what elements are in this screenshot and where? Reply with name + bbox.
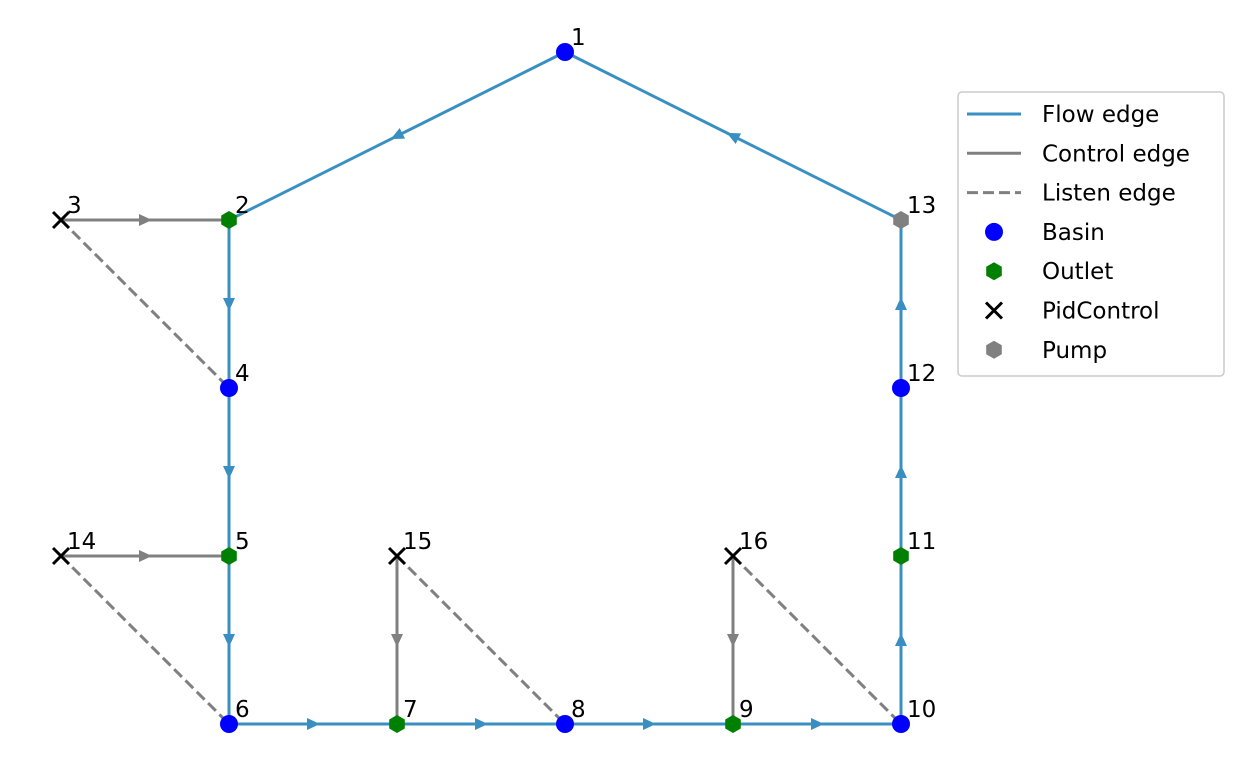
node-label-13: 13 — [907, 193, 936, 219]
edge-arrows-layer — [139, 127, 907, 730]
node-label-12: 12 — [907, 361, 936, 387]
flow-edge-8-9-arrow — [643, 718, 656, 730]
flow-edge-4-5-arrow — [223, 466, 235, 479]
node-16-pidcontrol-marker-stroke-b — [723, 546, 743, 566]
edges-layer — [59, 50, 903, 726]
flow-edge-7-8-arrow — [475, 718, 488, 730]
node-label-14: 14 — [67, 529, 96, 555]
control-edge-3-2-arrow — [139, 214, 152, 226]
node-6-basin-marker — [220, 715, 238, 733]
legend-basin-swatch — [985, 222, 1003, 241]
legend-control-label: Control edge — [1042, 141, 1190, 167]
legend-pump-label: Pump — [1042, 338, 1107, 364]
node-14-pidcontrol-marker — [51, 546, 71, 566]
legend-pidcontrol-swatch — [984, 301, 1004, 320]
control-edge-14-5-arrow — [139, 550, 152, 562]
node-label-10: 10 — [907, 697, 936, 723]
listen-edge-14-6 — [59, 554, 231, 726]
legend-outlet-swatch — [986, 262, 1002, 281]
node-13-pump-marker — [893, 211, 909, 229]
node-label-9: 9 — [739, 697, 754, 723]
legend-pidcontrol-label: PidControl — [1042, 299, 1160, 325]
node-3-pidcontrol-marker-stroke-b — [51, 210, 71, 230]
legend-listen-label: Listen edge — [1042, 181, 1176, 207]
node-7-outlet-marker — [389, 715, 405, 733]
legend-basin-label: Basin — [1042, 220, 1105, 246]
node-14-pidcontrol-marker-stroke-b — [51, 546, 71, 566]
node-4-basin-marker — [220, 379, 238, 397]
listen-edge-16-10 — [731, 554, 903, 726]
node-label-15: 15 — [403, 529, 432, 555]
node-9-outlet-marker — [725, 715, 741, 733]
node-12-basin-marker — [892, 379, 910, 397]
node-2-outlet-marker — [221, 211, 237, 229]
node-label-5: 5 — [235, 529, 250, 555]
node-15-pidcontrol-marker-stroke-b — [387, 546, 407, 566]
node-5-outlet-marker — [221, 547, 237, 565]
node-15-pidcontrol-marker — [387, 546, 407, 566]
node-10-basin-marker — [892, 715, 910, 733]
node-1-basin-marker — [556, 43, 574, 61]
node-label-8: 8 — [571, 697, 586, 723]
node-label-2: 2 — [235, 193, 250, 219]
control-edge-15-7-arrow — [391, 634, 403, 647]
legend-pidcontrol-swatch-stroke-b — [984, 301, 1004, 320]
node-8-basin-marker — [556, 715, 574, 733]
node-3-pidcontrol-marker — [51, 210, 71, 230]
node-label-4: 4 — [235, 361, 250, 387]
flow-edge-1-2-arrow — [390, 127, 406, 140]
node-11-outlet-marker — [893, 547, 909, 565]
listen-edge-3-4 — [59, 218, 231, 390]
node-label-3: 3 — [67, 193, 82, 219]
flow-edge-11-12-arrow — [895, 465, 907, 478]
node-16-pidcontrol-marker — [723, 546, 743, 566]
flow-edge-9-10-arrow — [811, 718, 824, 730]
legend-frame — [957, 91, 1225, 377]
flow-edge-12-13-arrow — [895, 297, 907, 310]
legend-pump-swatch — [986, 340, 1002, 359]
node-label-11: 11 — [907, 529, 936, 555]
flow-edge-13-1-arrow — [726, 132, 742, 145]
legend-outlet-label: Outlet — [1042, 259, 1113, 285]
node-label-1: 1 — [571, 25, 586, 51]
listen-edge-15-8 — [395, 554, 567, 726]
nodes-layer — [51, 43, 910, 733]
flow-edge-6-7-arrow — [307, 718, 320, 730]
flow-edge-2-4-arrow — [223, 298, 235, 311]
node-label-16: 16 — [739, 529, 768, 555]
legend-flow-label: Flow edge — [1042, 102, 1159, 128]
flow-edge-10-11-arrow — [895, 633, 907, 646]
control-edge-16-9-arrow — [727, 634, 739, 647]
flow-edge-5-6-arrow — [223, 634, 235, 647]
node-label-7: 7 — [403, 697, 418, 723]
node-label-6: 6 — [235, 697, 250, 723]
